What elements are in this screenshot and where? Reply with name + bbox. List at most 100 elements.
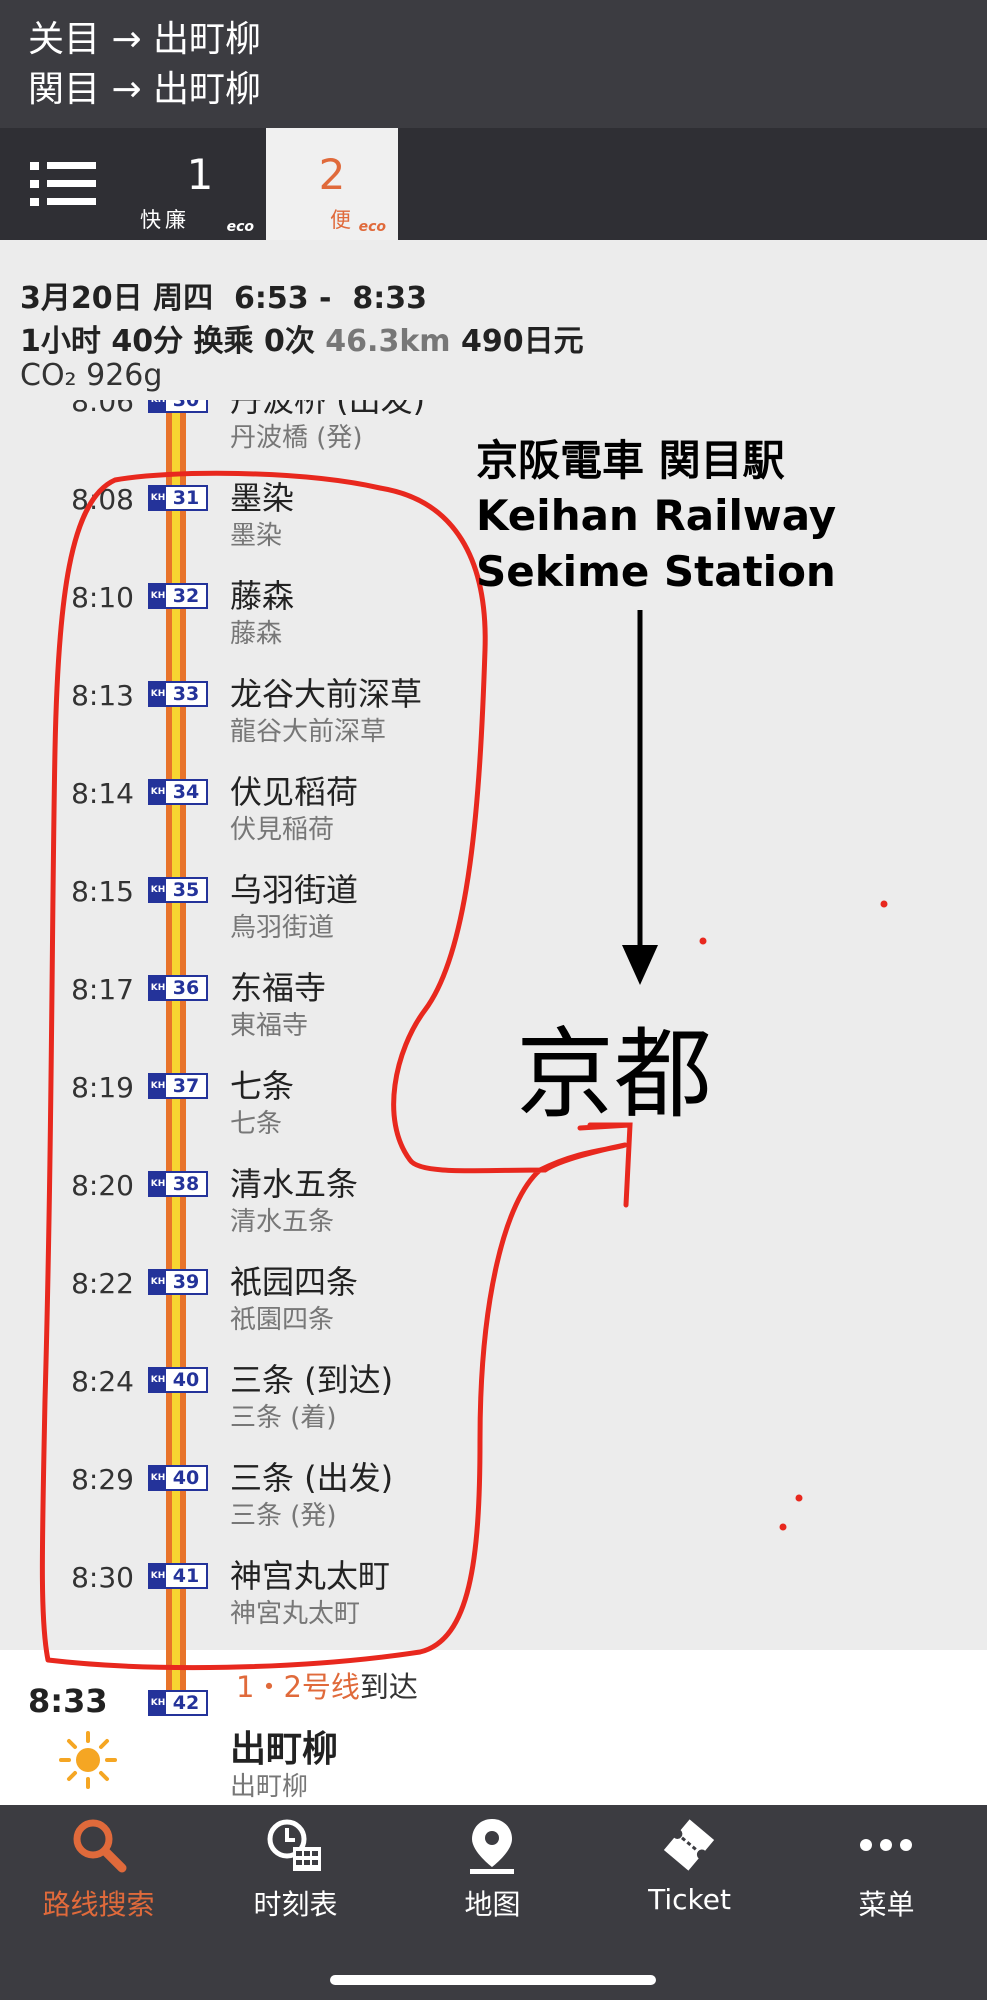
station-name: 三条 (出发) [230,1459,394,1497]
stop-time: 8:14 [71,777,134,810]
arrival-station-name: 出町柳 [230,1729,339,1770]
station-subname: 龍谷大前深草 [230,717,387,747]
annotation-station-en2: Sekime Station [476,547,836,596]
annotation-destination: 京都 [516,1018,713,1132]
stop-time: 8:24 [71,1365,134,1398]
route-tab-bar: 1 快廉 eco 2 便 eco [0,128,987,240]
station-name: 祇园四条 [230,1263,359,1301]
nav-ticket[interactable]: Ticket [591,1805,788,1925]
station-name: 藤森 [230,577,295,615]
stop-time: 8:17 [71,973,134,1006]
station-name: 龙谷大前深草 [230,675,423,713]
station-subname: 七条 [230,1109,283,1139]
station-subname: 三条 (発) [230,1501,337,1531]
co2-emission: CO₂ 926g [20,358,163,393]
station-name: 七条 [230,1067,295,1105]
home-indicator[interactable] [330,1975,656,1985]
eco-icon: eco [226,219,254,235]
timetable-icon [267,1819,321,1871]
stop-time: 8:20 [71,1169,134,1202]
annotation-station-jp: 京阪電車 関目駅 [476,436,785,485]
stop-time: 8:19 [71,1071,134,1104]
tab-route-2[interactable]: 2 便 eco [266,128,398,240]
map-pin-icon [470,1819,514,1874]
nav-menu[interactable]: 菜单 [788,1805,985,1925]
arrival-time: 8:33 [28,1682,108,1720]
nav-label: 路线搜索 [42,1888,155,1921]
stop-time: 8:13 [71,679,134,712]
station-name: 三条 (到达) [230,1361,394,1399]
station-name: 伏见稻荷 [230,773,359,811]
more-icon [860,1839,912,1851]
nav-label: 菜单 [858,1888,915,1921]
eco-icon: eco [358,219,386,235]
tab-label: 快廉 [140,208,190,232]
nav-timetable[interactable]: 时刻表 [197,1805,394,1925]
route-header: 关目 → 出町柳 関目 → 出町柳 [0,0,987,128]
station-name: 乌羽街道 [230,871,359,909]
nav-label: 时刻表 [253,1888,338,1921]
weather-sun-icon [59,1731,117,1789]
nav-label: Ticket [648,1883,731,1916]
station-name: 墨染 [230,479,295,517]
stop-time: 8:06 [71,400,134,418]
station-subname: 三条 (着) [230,1403,337,1433]
station-subname: 鳥羽街道 [230,913,335,943]
route-summary: 3月20日 周四 6:53 - 8:33 1小时 40分 换乘 0次 46.3k… [0,240,987,400]
stop-time: 8:30 [71,1561,134,1594]
station-subname: 墨染 [230,521,283,551]
station-subname: 神宮丸太町 [230,1599,361,1629]
duration-transfers: 1小时 40分 换乘 0次 [20,324,315,359]
distance: 46.3km [325,324,451,359]
station-subname: 藤森 [230,619,283,649]
station-name: 丹波桥 (出发) [230,400,426,419]
station-name: 东福寺 [230,969,327,1007]
ticket-icon [663,1819,715,1871]
arrive-text: 到达 [359,1670,418,1704]
nav-route-search[interactable]: 路线搜索 [0,1805,197,1925]
stop-time: 8:29 [71,1463,134,1496]
route-title-japanese: 関目 → 出町柳 [28,69,262,110]
stop-time: 8:15 [71,875,134,908]
nav-map[interactable]: 地图 [394,1805,591,1925]
station-name: 清水五条 [230,1165,359,1203]
fare: 490日元 [460,324,584,359]
arrival-platform-note: 1・2号线到达 [236,1664,418,1706]
tab-route-1[interactable]: 1 快廉 eco [134,128,266,240]
bottom-navigation: 路线搜索 时刻表 地图 Ticket 菜单 [0,1805,987,2000]
tab-number: 2 [318,150,346,199]
stop-time: 8:22 [71,1267,134,1300]
stop-time: 8:08 [71,483,134,516]
nav-label: 地图 [464,1888,521,1921]
list-menu-icon[interactable] [30,162,100,206]
platform-number: 1・2号线 [236,1670,360,1704]
station-subname: 丹波橋 (発) [230,423,363,453]
station-subname: 伏見稲荷 [230,815,335,845]
stop-time: 8:10 [71,581,134,614]
tab-label: 便 [330,208,355,232]
station-subname: 祇園四条 [230,1305,335,1335]
duration-transfer-info: 1小时 40分 换乘 0次 46.3km 490日元 [20,316,584,360]
